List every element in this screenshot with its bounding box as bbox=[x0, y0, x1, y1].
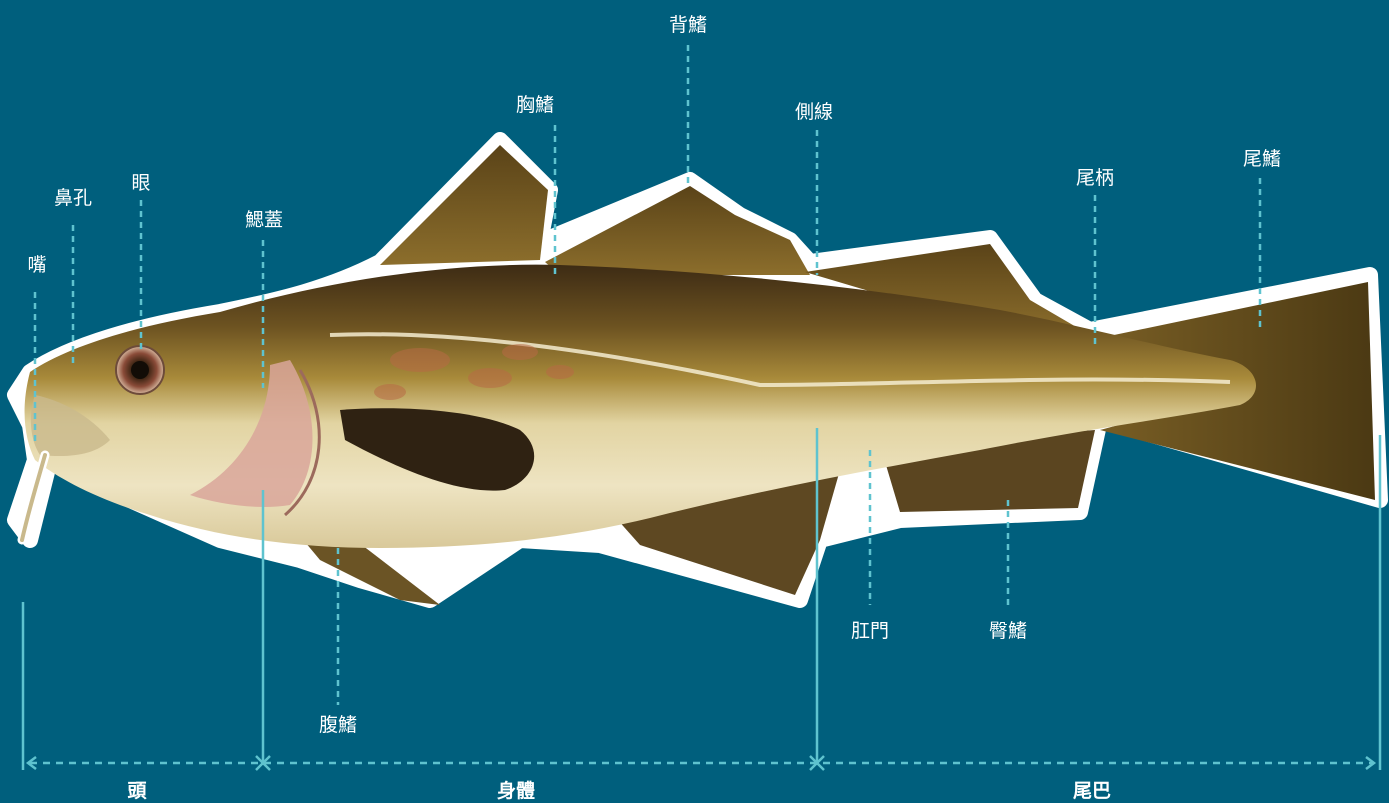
label-lateral-line: 側線 bbox=[795, 97, 833, 124]
label-anus: 肛門 bbox=[851, 616, 889, 643]
label-pectoral-fin: 胸鰭 bbox=[516, 90, 554, 117]
label-caudal-peduncle: 尾柄 bbox=[1076, 163, 1114, 190]
label-mouth: 嘴 bbox=[27, 250, 46, 277]
label-gill-cover: 鰓蓋 bbox=[245, 205, 283, 232]
label-dorsal-fin: 背鰭 bbox=[669, 10, 707, 37]
segment-tail: 尾巴 bbox=[1073, 776, 1111, 803]
label-eye: 眼 bbox=[131, 168, 150, 195]
label-caudal-fin: 尾鰭 bbox=[1243, 144, 1281, 171]
segment-head: 頭 bbox=[127, 776, 146, 803]
label-anal-fin: 臀鰭 bbox=[989, 616, 1027, 643]
label-pelvic-fin: 腹鰭 bbox=[319, 710, 357, 737]
segment-dimension-line bbox=[28, 756, 1374, 770]
label-nostril: 鼻孔 bbox=[54, 183, 92, 210]
segment-body: 身體 bbox=[497, 776, 535, 803]
eye-pupil bbox=[131, 361, 149, 379]
